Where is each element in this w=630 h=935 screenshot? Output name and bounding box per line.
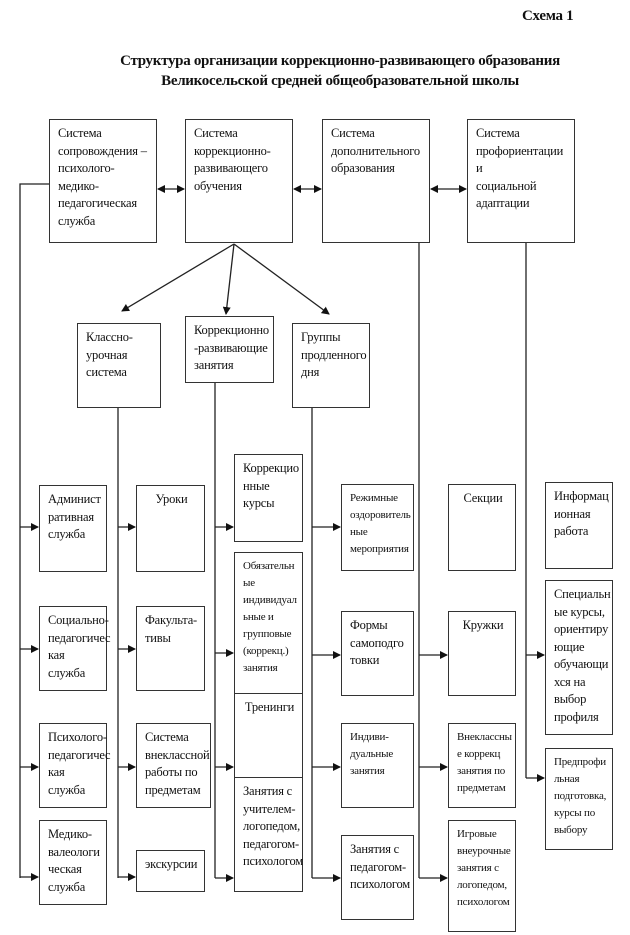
class-item-0-label: Уроки	[155, 492, 188, 506]
class-item-1: Факульта-тивы	[136, 606, 205, 691]
branch-arrow-corr	[222, 243, 235, 315]
diagram-subtitle: Великосельской средней общеобразовательн…	[161, 73, 519, 89]
class-item-1-label: Факульта-тивы	[145, 613, 198, 645]
class-item-3-label: экскурсии	[145, 857, 198, 871]
branch-arrow-extended	[233, 243, 330, 315]
corr-item-2-label: Тренинги	[244, 700, 295, 714]
additional-item-1-label: Кружки	[462, 618, 504, 632]
additional-item-0: Секции	[448, 484, 516, 571]
diagram-title: Структура организации коррекционно-разви…	[120, 53, 560, 69]
branch-arrow-class	[121, 243, 235, 312]
class-item-3: экскурсии	[136, 850, 205, 892]
corr-item-2: Тренинги	[234, 693, 303, 791]
additional-item-0-label: Секции	[463, 491, 503, 505]
additional-item-1: Кружки	[448, 611, 516, 696]
class-item-0: Уроки	[136, 485, 205, 572]
scheme-label: Схема 1	[522, 8, 574, 24]
